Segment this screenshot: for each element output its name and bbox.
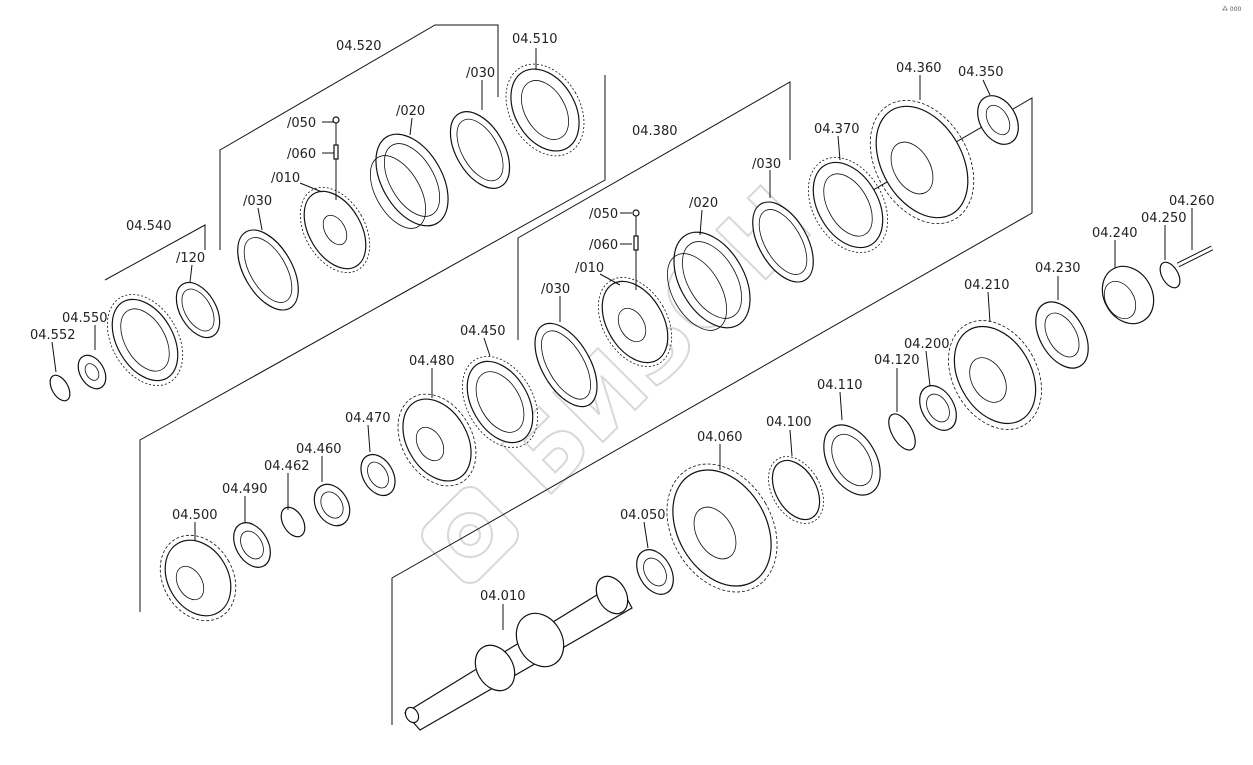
- frame-upper: [104, 24, 606, 612]
- part-04-360-gear: [869, 99, 975, 225]
- label-04-100: 04.100: [766, 415, 812, 430]
- label-04-520-010: /010: [271, 171, 300, 186]
- part-04-380-050-060-pins: [632, 209, 640, 290]
- label-04-520-050: /050: [287, 116, 316, 131]
- part-04-520-030-ring: [449, 111, 511, 189]
- label-04-050: 04.050: [620, 508, 666, 523]
- label-04-520-030: /030: [466, 66, 495, 81]
- part-04-510-sync-ring: [505, 63, 585, 157]
- part-labels: 04.520 04.380 04.510 /030 /020 /050 /060…: [30, 32, 1215, 604]
- label-04-462: 04.462: [264, 459, 310, 474]
- frame-middle: [391, 81, 1033, 725]
- part-04-480-gear: [397, 393, 477, 487]
- part-04-010-shaft: [404, 575, 633, 731]
- label-04-380-050: /050: [589, 207, 618, 222]
- label-04-480: 04.480: [409, 354, 455, 369]
- label-04-470: 04.470: [345, 411, 391, 426]
- label-04-260: 04.260: [1169, 194, 1215, 209]
- part-04-520-010-hub: [299, 187, 371, 273]
- part-04-470-bearing: [360, 453, 396, 497]
- part-04-462-shim: [280, 506, 306, 538]
- part-04-350-bearing: [977, 95, 1019, 145]
- part-04-370-sync-ring: [807, 157, 889, 253]
- label-04-520-060: /060: [287, 147, 316, 162]
- label-04-200: 04.200: [904, 337, 950, 352]
- part-04-100-sync-ring: [768, 456, 824, 524]
- label-04-350: 04.350: [958, 65, 1004, 80]
- part-04-260-pin: [1176, 245, 1214, 268]
- part-04-520-030-lower-ring: [237, 229, 299, 311]
- label-04-230: 04.230: [1035, 261, 1081, 276]
- part-04-120-snap-ring: [888, 413, 916, 451]
- label-04-520-030b: /030: [243, 194, 272, 209]
- part-04-540-sync-ring: [106, 294, 184, 386]
- label-04-360: 04.360: [896, 61, 942, 76]
- label-04-510: 04.510: [512, 32, 558, 47]
- label-04-010: 04.010: [480, 589, 526, 604]
- label-04-520-020: /020: [396, 104, 425, 119]
- part-04-200-bearing: [919, 385, 957, 431]
- part-04-460-bushing: [313, 483, 351, 527]
- part-04-250-snap-ring: [1159, 261, 1181, 289]
- part-04-380-010-hub: [597, 277, 673, 367]
- part-04-380-030-ring-upper: [752, 201, 814, 283]
- label-04-550: 04.550: [62, 311, 108, 326]
- part-04-210-gear: [948, 320, 1042, 430]
- label-04-460: 04.460: [296, 442, 342, 457]
- label-04-250: 04.250: [1141, 211, 1187, 226]
- part-04-050-bearing: [636, 549, 674, 595]
- part-04-490-bearing: [233, 522, 271, 568]
- label-04-540-120: /120: [176, 251, 205, 266]
- label-04-120: 04.120: [874, 353, 920, 368]
- label-04-240: 04.240: [1092, 226, 1138, 241]
- part-04-060-gear: [666, 463, 778, 593]
- label-04-540: 04.540: [126, 219, 172, 234]
- part-04-540-120-ring: [175, 281, 221, 339]
- part-04-520-020-sleeve: [369, 133, 449, 229]
- label-04-370: 04.370: [814, 122, 860, 137]
- label-04-380-060: /060: [589, 238, 618, 253]
- part-04-500-gear: [159, 534, 237, 622]
- label-04-060: 04.060: [697, 430, 743, 445]
- leader-lines: [51, 48, 1193, 630]
- part-04-450-sync-ring: [461, 356, 539, 448]
- label-group-04-520: 04.520: [336, 39, 382, 54]
- label-04-450: 04.450: [460, 324, 506, 339]
- label-04-380-030a: /030: [541, 282, 570, 297]
- label-04-380-010: /010: [575, 261, 604, 276]
- part-04-550-bearing: [77, 354, 107, 390]
- part-04-380-030-ring-lower: [534, 322, 598, 408]
- label-04-490: 04.490: [222, 482, 268, 497]
- part-04-552-snap-ring: [49, 374, 71, 402]
- part-04-110-sleeve: [823, 424, 881, 496]
- label-04-380-020: /020: [689, 196, 718, 211]
- label-04-500: 04.500: [172, 508, 218, 523]
- label-04-552: 04.552: [30, 328, 76, 343]
- label-04-210: 04.210: [964, 278, 1010, 293]
- part-04-230-bearing-race: [1035, 301, 1089, 369]
- part-04-240-bearing: [1101, 265, 1155, 325]
- part-04-380-020-sleeve: [667, 231, 751, 331]
- label-group-04-380: 04.380: [632, 124, 678, 139]
- corner-mark: ⁂ 000: [1222, 6, 1242, 13]
- label-04-380-030b: /030: [752, 157, 781, 172]
- part-04-520-050-060-pins: [332, 116, 340, 200]
- label-04-110: 04.110: [817, 378, 863, 393]
